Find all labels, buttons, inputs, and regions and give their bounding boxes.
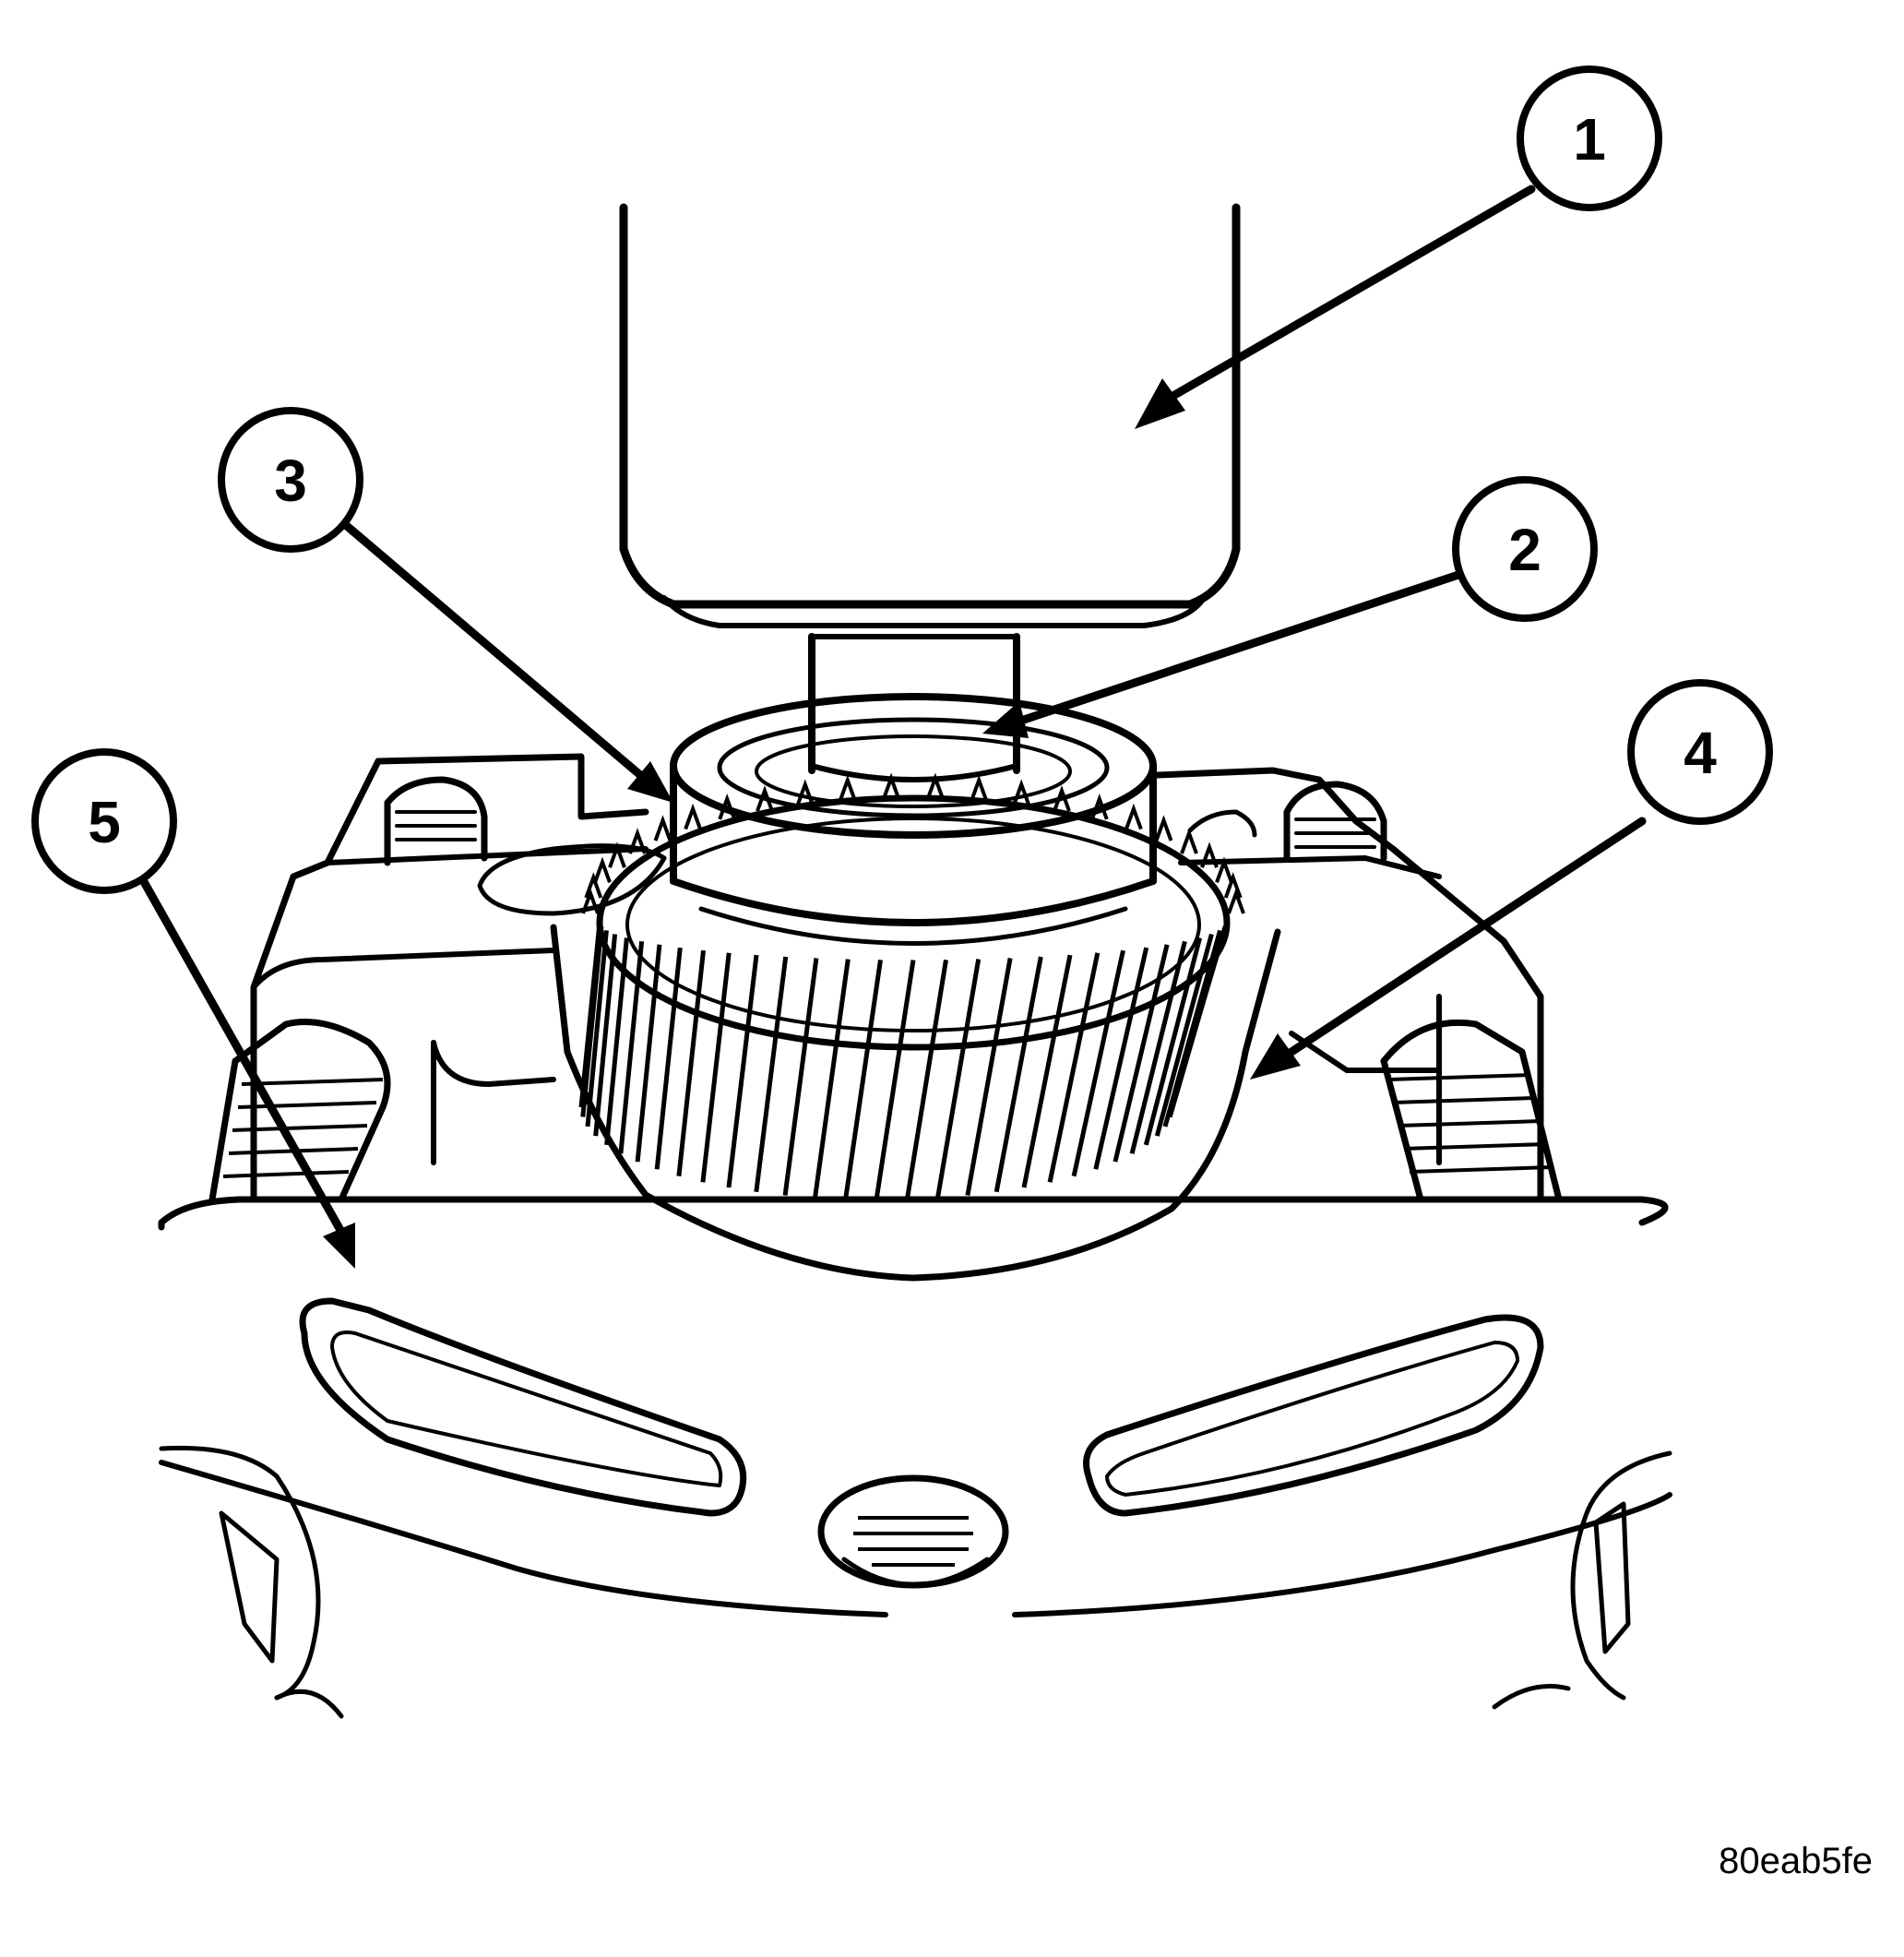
gear-tooth bbox=[635, 944, 662, 1163]
gear-tooth bbox=[1113, 944, 1170, 1163]
callout-3-label: 3 bbox=[274, 447, 307, 514]
gear-tooth-back bbox=[1223, 872, 1243, 899]
gear-tooth-back bbox=[584, 872, 603, 899]
gear-tooth bbox=[618, 941, 645, 1154]
gear-tooth-back bbox=[1053, 785, 1071, 812]
gear-tooth bbox=[604, 937, 629, 1146]
gear-teeth bbox=[578, 772, 1245, 1200]
gear-tooth bbox=[1047, 952, 1101, 1183]
gear-tooth bbox=[965, 958, 1013, 1197]
gear-tooth-back bbox=[970, 774, 989, 802]
callout-5-label: 5 bbox=[88, 789, 121, 855]
callout-1: 1 bbox=[1517, 66, 1662, 211]
gear-tooth-back bbox=[1180, 828, 1198, 854]
gear-tooth bbox=[1143, 937, 1203, 1146]
threaded-stud-right-front bbox=[1380, 1019, 1563, 1203]
gear-tooth-back bbox=[1154, 815, 1173, 841]
driver-plunger bbox=[808, 633, 1020, 782]
gear-tooth bbox=[782, 958, 819, 1196]
gear-tooth-back bbox=[1125, 803, 1143, 830]
transmission-case bbox=[159, 1297, 1672, 1719]
arrow-1 bbox=[1135, 185, 1536, 429]
callout-2-label: 2 bbox=[1508, 517, 1541, 583]
gear-tooth-back bbox=[1089, 794, 1109, 820]
gear-tooth-back bbox=[653, 815, 672, 841]
gear-tooth bbox=[654, 947, 683, 1170]
gear-tooth bbox=[1154, 933, 1214, 1137]
press-ram bbox=[619, 203, 1241, 628]
arrow-5 bbox=[134, 867, 355, 1269]
threaded-stud-left-front bbox=[208, 1019, 391, 1203]
gear-tooth bbox=[994, 956, 1043, 1193]
threaded-stud-right-rear bbox=[1283, 781, 1387, 862]
gear-tooth bbox=[1071, 949, 1125, 1177]
callout-4: 4 bbox=[1627, 679, 1773, 825]
gear-tooth-back bbox=[718, 794, 737, 820]
gear-tooth bbox=[1021, 954, 1073, 1188]
callout-4-label: 4 bbox=[1684, 720, 1717, 786]
gear-tooth bbox=[676, 949, 706, 1176]
gear-tooth bbox=[1169, 922, 1230, 1108]
gear-tooth-back bbox=[795, 779, 815, 805]
gear-tooth bbox=[1129, 940, 1187, 1154]
gear-tooth-back bbox=[593, 856, 612, 883]
gear-tooth bbox=[700, 952, 732, 1183]
callout-5: 5 bbox=[31, 748, 177, 894]
gear-tooth bbox=[1093, 947, 1149, 1170]
figure-id: 80eab5fe bbox=[1719, 1841, 1873, 1881]
gear-tooth bbox=[843, 959, 883, 1200]
callout-2: 2 bbox=[1452, 476, 1598, 622]
arrow-2 bbox=[982, 567, 1471, 738]
gear-tooth bbox=[580, 925, 604, 1117]
threaded-stud-left-rear bbox=[384, 776, 488, 866]
gear-tooth-back bbox=[756, 785, 774, 812]
gear-tooth-back bbox=[882, 772, 900, 799]
gear-tooth-back bbox=[838, 774, 857, 802]
gear-tooth bbox=[874, 960, 916, 1200]
gear-tooth bbox=[593, 934, 618, 1137]
gear-tooth bbox=[726, 954, 759, 1188]
leader-arrows bbox=[134, 185, 1647, 1269]
gear-tooth bbox=[813, 959, 851, 1199]
gear-tooth-back bbox=[1215, 856, 1233, 883]
bearing bbox=[670, 693, 1157, 946]
gear-tooth bbox=[935, 959, 982, 1199]
gear-tooth-back bbox=[684, 803, 702, 830]
callout-3: 3 bbox=[218, 407, 363, 553]
callout-1-label: 1 bbox=[1573, 106, 1606, 173]
gear-tooth bbox=[585, 930, 609, 1128]
arrow-3 bbox=[337, 517, 673, 803]
gear-tooth-back bbox=[926, 772, 945, 799]
gear-tooth-back bbox=[1012, 779, 1031, 805]
gear-tooth bbox=[754, 956, 789, 1193]
helical-gear bbox=[550, 772, 1281, 1282]
gear-tooth bbox=[904, 959, 948, 1200]
gear-tooth-back bbox=[1227, 888, 1245, 914]
arrow-4 bbox=[1250, 817, 1647, 1080]
